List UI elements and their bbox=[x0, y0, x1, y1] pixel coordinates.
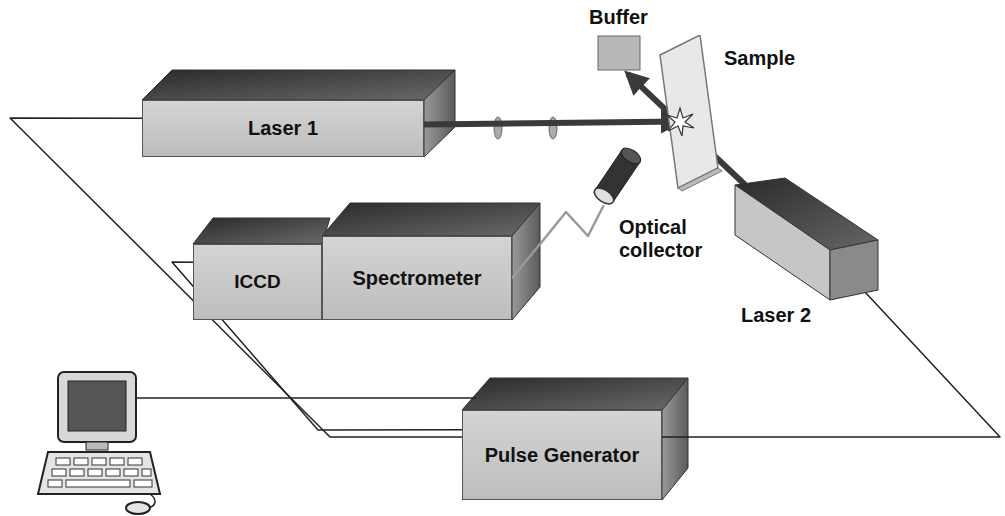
laser-box: Laser 1 bbox=[142, 100, 424, 157]
iccd-top bbox=[193, 218, 330, 244]
node-label: Optical collector bbox=[619, 216, 719, 262]
node-label: ICCD bbox=[234, 271, 280, 293]
node-label: Laser 2 bbox=[741, 304, 831, 327]
laser-side bbox=[424, 70, 455, 157]
laser-top bbox=[142, 70, 455, 100]
trigger-wire bbox=[662, 292, 1000, 437]
optical-collector: Optical collector bbox=[585, 140, 725, 270]
iccd-box: ICCD bbox=[193, 244, 322, 320]
node-label: Laser 1 bbox=[248, 117, 318, 140]
buffer-block: Buffer bbox=[585, 6, 655, 76]
optical-fiber bbox=[512, 206, 603, 278]
spectrometer-top bbox=[322, 203, 540, 236]
node-label: Spectrometer bbox=[353, 267, 482, 290]
laser-box: Laser 2 bbox=[725, 172, 885, 332]
sample-plate: Sample bbox=[652, 35, 792, 195]
pulse-generator-box: Pulse Generator bbox=[462, 410, 662, 500]
node-label: Buffer bbox=[589, 6, 659, 29]
lens bbox=[494, 117, 502, 139]
pulse-side bbox=[662, 378, 688, 500]
node-label: Pulse Generator bbox=[485, 444, 640, 467]
spectrometer-box: Spectrometer bbox=[322, 236, 512, 320]
pulse-top bbox=[462, 378, 688, 410]
computer-icon bbox=[38, 372, 476, 514]
node-label: Sample bbox=[724, 47, 796, 70]
